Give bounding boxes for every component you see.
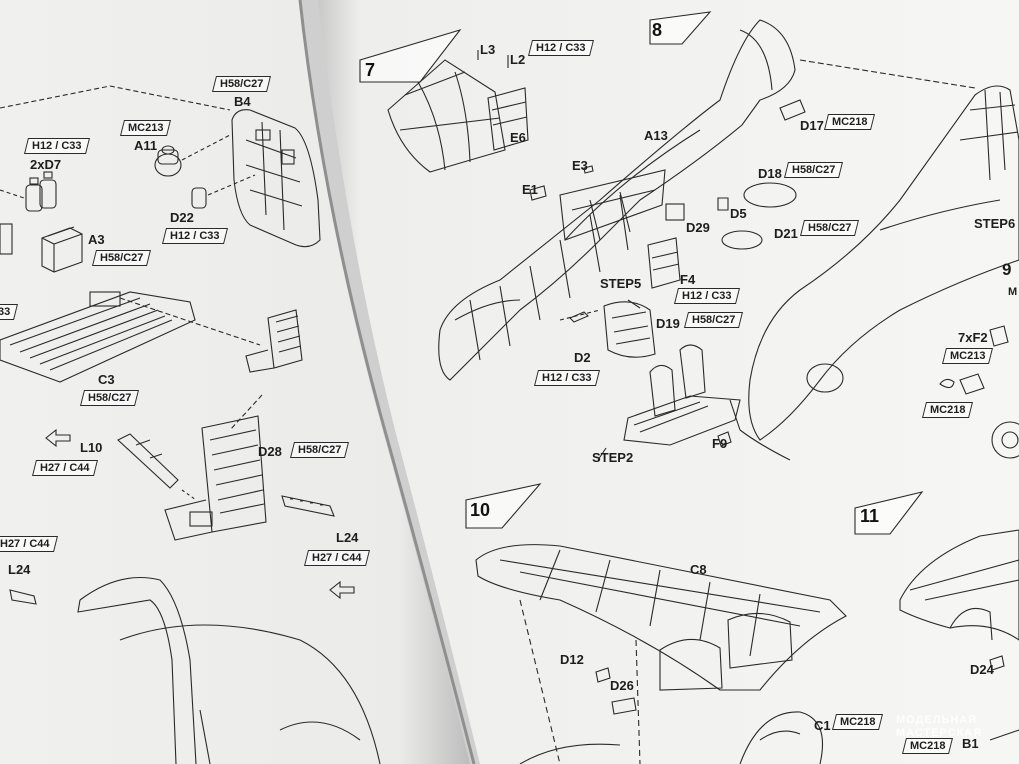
code-box-h58c27-a3: H58/C27 — [92, 250, 152, 266]
part-label-d12: D12 — [560, 652, 584, 667]
code-box-mc213-a11: MC213 — [120, 120, 172, 136]
label-step2: STEP2 — [592, 450, 634, 465]
part-label-b4: B4 — [234, 94, 251, 109]
part-label-d19: D19 — [656, 316, 680, 331]
code-box-h12c33-d7: H12 / C33 — [24, 138, 90, 154]
code-box-h12c33-d22: H12 / C33 — [162, 228, 228, 244]
part-label-c8: C8 — [690, 562, 707, 577]
belt-l24 — [281, 495, 335, 517]
part-label-b1: B1 — [962, 736, 979, 751]
part-label-l10: L10 — [80, 440, 103, 455]
part-label-l24-left: L24 — [8, 562, 31, 577]
code-box-h27c44-l24: H27 / C44 — [304, 550, 370, 566]
part-label-c1: C1 — [814, 718, 831, 733]
cockpit-panel-b4 — [231, 109, 321, 248]
code-box-mc218-d17: MC218 — [824, 114, 876, 130]
label-step6: STEP6 — [974, 216, 1016, 231]
code-box-h12c33-l2: H12 / C33 — [528, 40, 594, 56]
part-label-d26: D26 — [610, 678, 634, 693]
part-label-2xd7: 2xD7 — [30, 157, 62, 172]
part-label-l3: L3 — [480, 42, 496, 57]
part-label-d18: D18 — [758, 166, 782, 181]
code-box-h12c33-d2: H12 / C33 — [534, 370, 600, 386]
part-label-d29: D29 — [686, 220, 710, 235]
step-number-11: 11 — [860, 506, 880, 526]
code-box-h27c44-left: H27 / C44 — [0, 536, 58, 552]
step-number-10: 10 — [470, 500, 491, 520]
right-page — [318, 0, 1019, 764]
floor-c3 — [0, 291, 196, 383]
belt-l10 — [117, 433, 179, 489]
part-label-l24-right: L24 — [336, 530, 359, 545]
part-label-d17: D17 — [800, 118, 824, 133]
part-label-e1: E1 — [522, 182, 538, 197]
part-label-e3: E3 — [572, 158, 588, 173]
label-m: M — [1008, 286, 1018, 298]
step-number-7: 7 — [365, 60, 376, 80]
part-label-d22: D22 — [170, 210, 194, 225]
part-label-c3: C3 — [98, 372, 115, 387]
code-box-h58c27-d19: H58/C27 — [684, 312, 744, 328]
part-label-7xf2: 7xF2 — [958, 330, 988, 345]
part-label-d5: D5 — [730, 206, 747, 221]
part-label-e6: E6 — [510, 130, 526, 145]
part-label-a3: A3 — [88, 232, 105, 247]
part-f4 — [647, 237, 681, 289]
canopy-e6 — [387, 59, 506, 173]
part-label-d24: D24 — [970, 662, 994, 677]
part-label-f4: F4 — [680, 272, 696, 287]
left-page — [0, 0, 470, 764]
label-step5: STEP5 — [600, 276, 642, 291]
code-box-mc218-c1: MC218 — [832, 714, 884, 730]
code-box-h12c33-f4: H12 / C33 — [674, 288, 740, 304]
step-number-9: 9 — [1002, 260, 1012, 279]
gutter-shadow — [298, 0, 476, 764]
part-label-f9: F9 — [712, 436, 728, 451]
part-label-d21: D21 — [774, 226, 798, 241]
wing-step11 — [899, 529, 1019, 641]
part-label-l2: L2 — [510, 52, 526, 67]
fuselage-right-half — [748, 85, 1019, 441]
watermark-line-1: МОДЕЛЬНАЯ — [896, 714, 978, 726]
step-number-8: 8 — [652, 20, 663, 40]
code-box-h58c27-b4: H58/C27 — [212, 76, 272, 92]
seat-small — [245, 309, 303, 373]
instrument-panel-d19 — [603, 301, 656, 358]
code-box-h58c27-d28: H58/C27 — [290, 442, 350, 458]
code-box-mc213-f2: MC213 — [942, 348, 994, 364]
part-label-a11: A11 — [134, 138, 158, 153]
part-label-d28: D28 — [258, 444, 282, 459]
part-label-d2: D2 — [574, 350, 591, 365]
watermark-line-2: МАСТЕРСКАЯ — [896, 727, 983, 739]
code-box-h27c44-l10: H27 / C44 — [32, 460, 98, 476]
code-box-mc218-right: MC218 — [922, 402, 974, 418]
cockpit-floor-step2 — [623, 395, 741, 446]
fuselage-lower-left — [77, 577, 197, 764]
fuselage-a13 — [438, 19, 796, 381]
code-box-h58c27-c3: H58/C27 — [80, 390, 140, 406]
wing-c8 — [475, 544, 847, 691]
seat-large-d28 — [164, 415, 267, 541]
code-box-h58c27-d18: H58/C27 — [784, 162, 844, 178]
code-box-h58c27-d21: H58/C27 — [800, 220, 860, 236]
code-box-mc218-b1: MC218 — [902, 738, 954, 754]
part-label-a13: A13 — [644, 128, 668, 143]
